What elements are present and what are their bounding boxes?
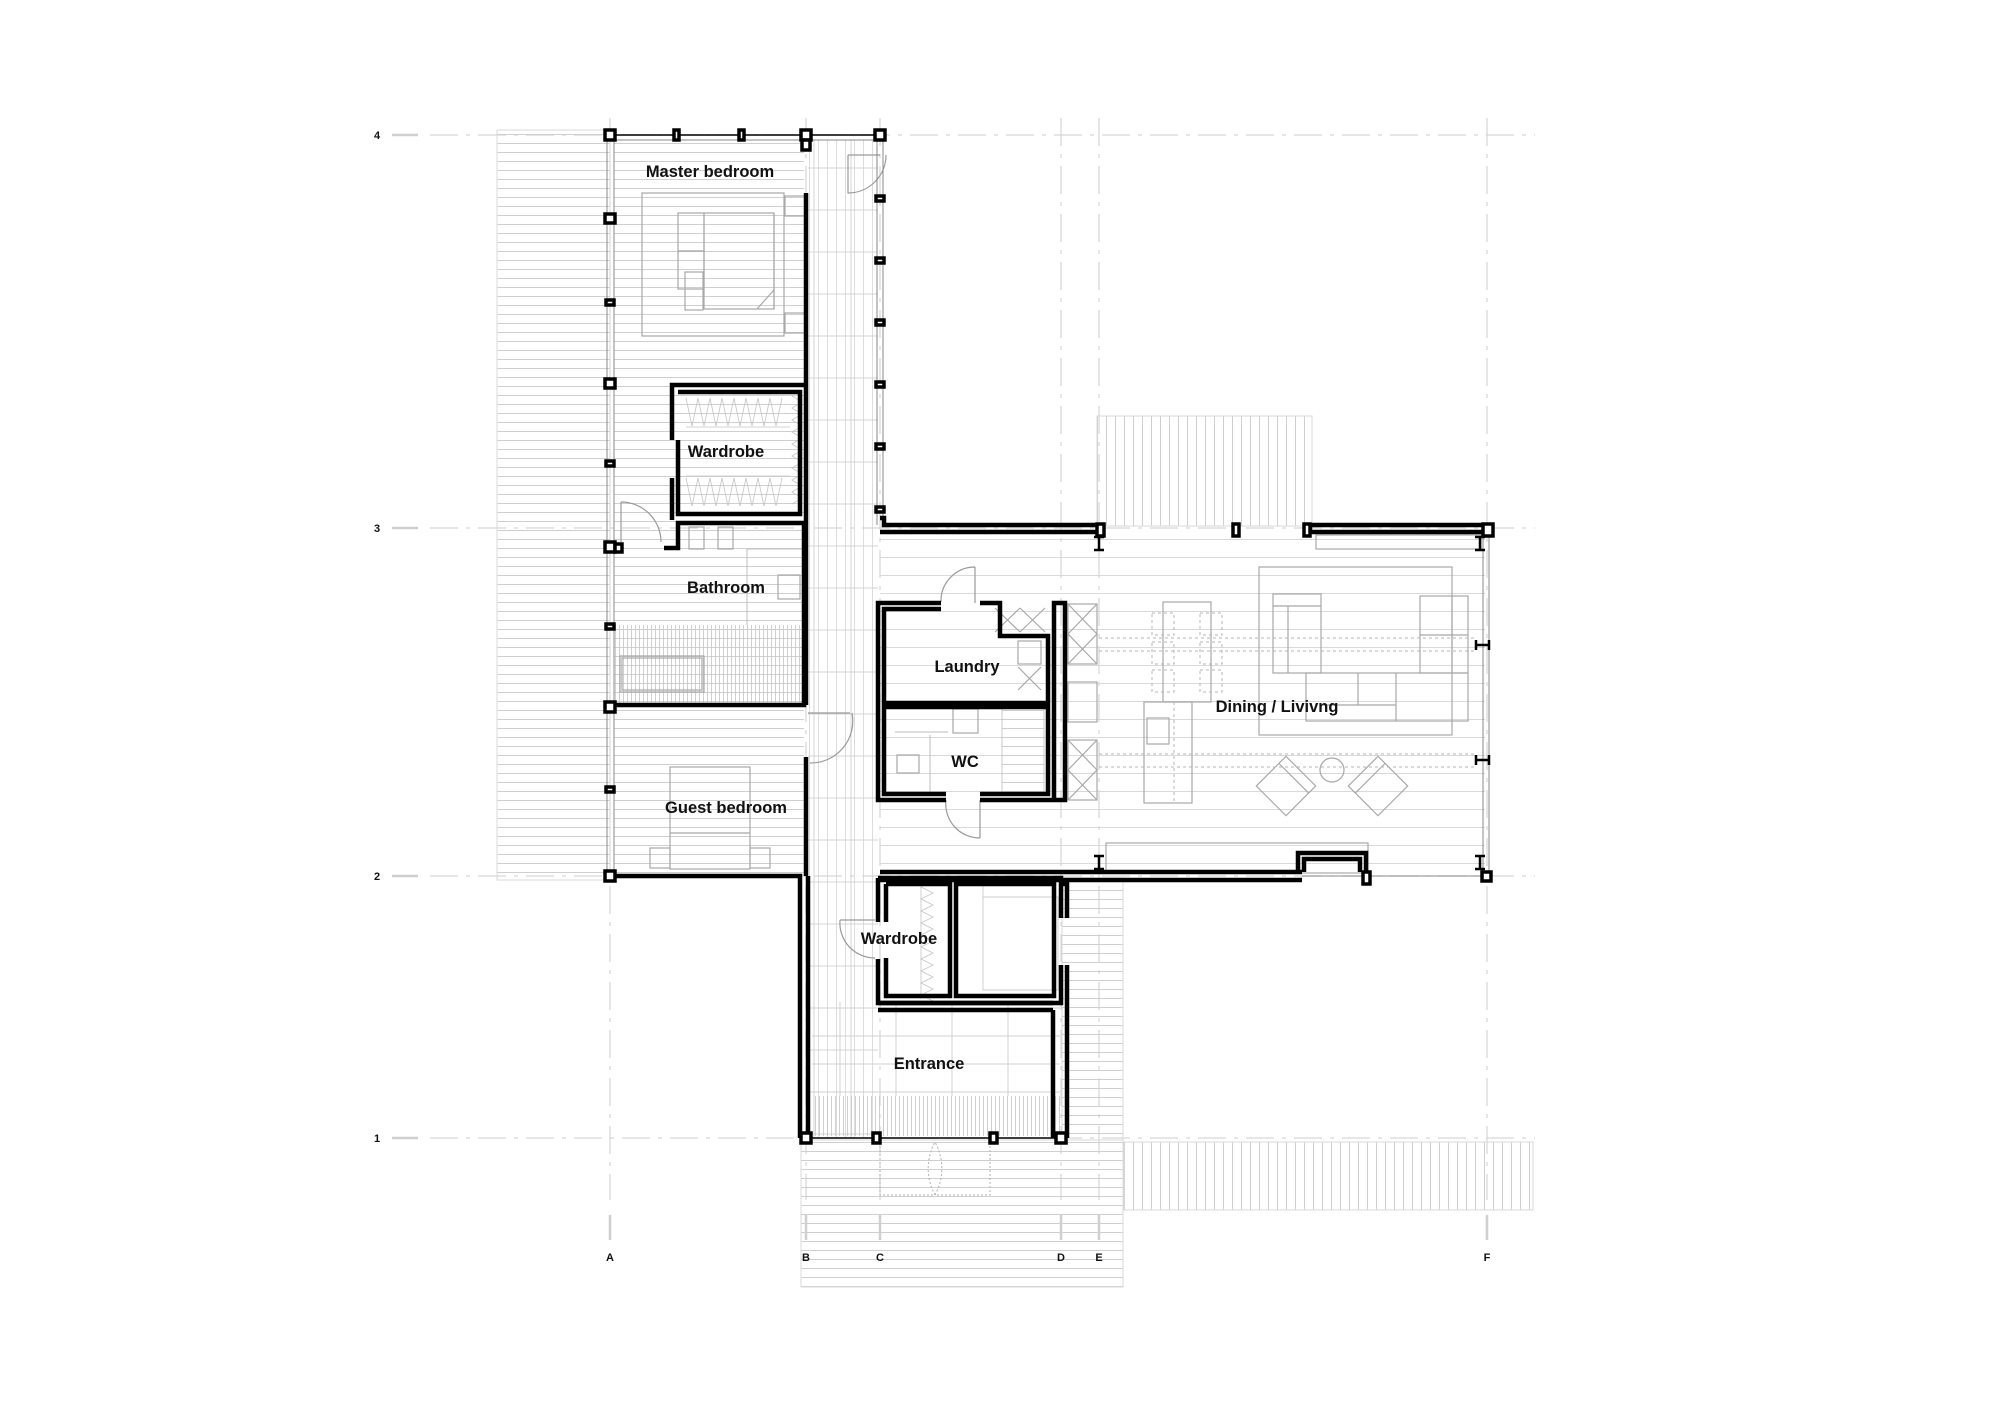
grid-col-label: F (1484, 1252, 1491, 1264)
deck-east-strip (1061, 877, 1124, 1141)
room-label-laundry: Laundry (934, 658, 1000, 676)
decks (496, 129, 1534, 1288)
room-label-guest-bedroom: Guest bedroom (665, 799, 787, 817)
posts (603, 128, 1495, 1145)
grid-labels: 4 3 2 1 A B C D E F (374, 130, 1491, 1264)
doors (620, 154, 991, 1196)
grid-col-label: A (606, 1252, 614, 1264)
deck-west (496, 129, 611, 881)
grid-row-label: 4 (374, 130, 381, 142)
room-label-wc: WC (951, 753, 979, 771)
deck-south-east (1123, 1141, 1534, 1211)
deck-south (800, 1139, 1124, 1288)
room-label-master-bedroom: Master bedroom (646, 163, 774, 181)
deck-north (1096, 415, 1313, 527)
room-label-wardrobe-master: Wardrobe (688, 443, 764, 461)
room-label-entrance: Entrance (894, 1055, 965, 1073)
room-label-wardrobe-guest: Wardrobe (861, 930, 937, 948)
grid-col-label: C (876, 1252, 884, 1264)
grid-col-label: B (802, 1252, 810, 1264)
room-label-bathroom: Bathroom (687, 579, 765, 597)
grid-row-label: 3 (374, 523, 380, 535)
grid-row-label: 1 (374, 1133, 380, 1145)
room-labels: Master bedroom Wardrobe Bathroom Laundry… (646, 163, 1339, 1073)
room-label-dining-living: Dining / Livivng (1216, 698, 1339, 716)
grid-col-label: E (1095, 1252, 1102, 1264)
grid-row-label: 2 (374, 871, 380, 883)
grid-col-label: D (1057, 1252, 1065, 1264)
